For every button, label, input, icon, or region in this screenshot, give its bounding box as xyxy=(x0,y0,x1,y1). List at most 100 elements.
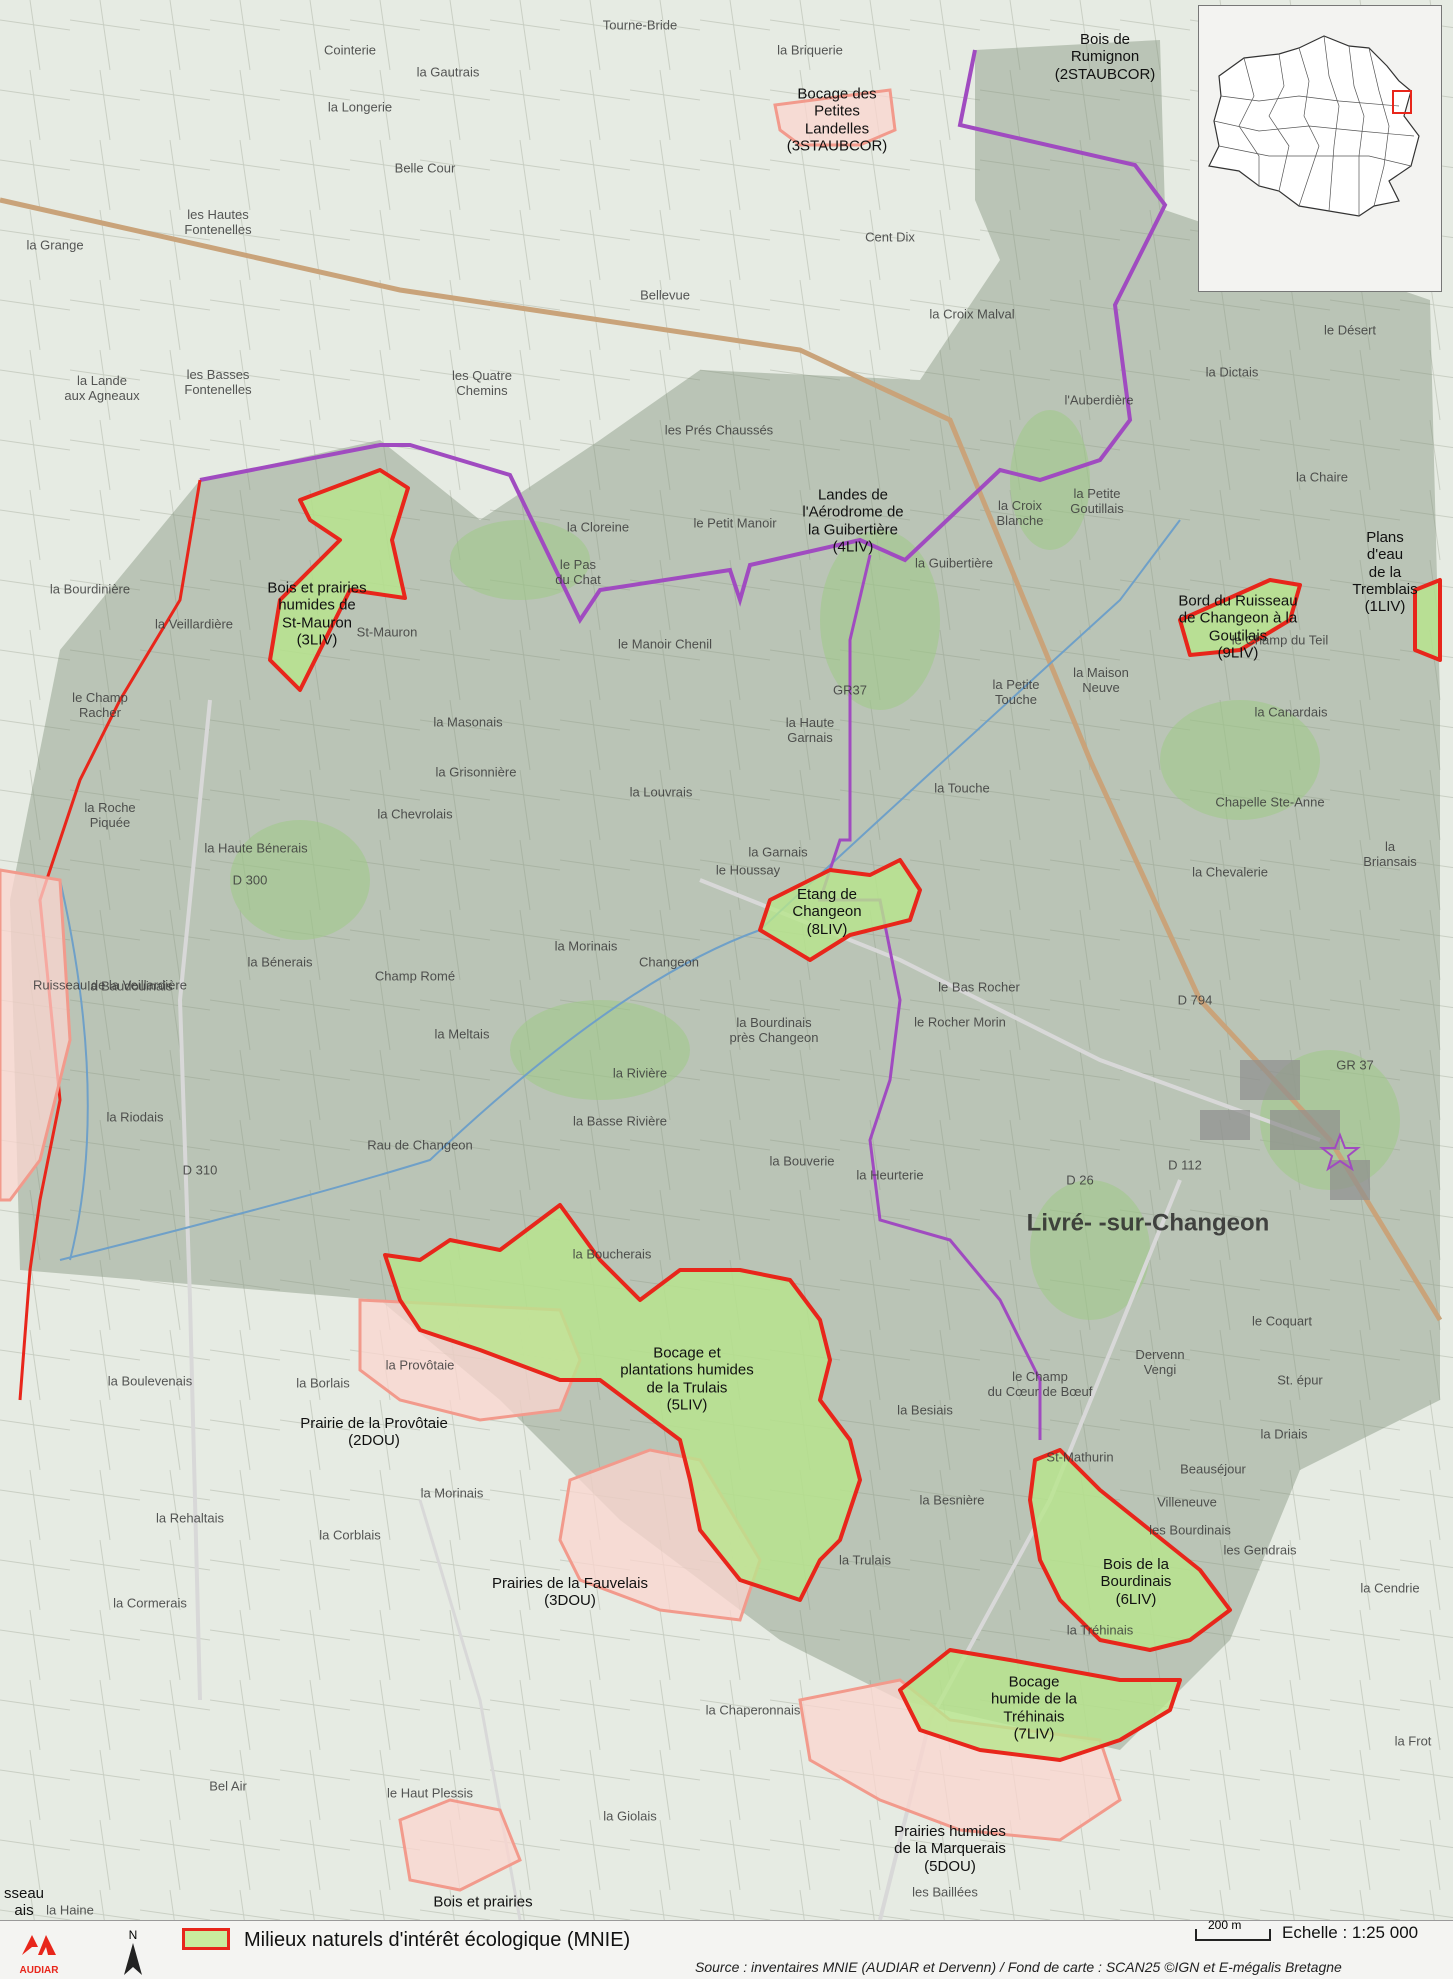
inset-commune-lines xyxy=(1213,35,1415,216)
place-label: la Haine xyxy=(46,1902,94,1918)
mnie-label-2staubcor[interactable]: Bois de Rumignon (2STAUBCOR) xyxy=(1054,31,1156,83)
place-label: la Rehaltais xyxy=(156,1510,224,1526)
place-label: la Haute Bénerais xyxy=(204,840,308,856)
place-label: la Besnière xyxy=(919,1492,985,1508)
place-label: la Borlais xyxy=(296,1375,350,1391)
place-label: Bel Air xyxy=(209,1778,247,1794)
mnie-zone-9liv xyxy=(1178,578,1302,657)
place-label: la Longerie xyxy=(327,99,393,115)
place-label: le Haut Plessis xyxy=(387,1785,473,1801)
mnie-zone-south-west xyxy=(398,1798,522,1892)
mnie-label-9liv[interactable]: Bord du Ruisseau de Changeon à la Goutil… xyxy=(1178,592,1298,662)
town-label: Livré- -sur-Changeon xyxy=(1026,1209,1270,1237)
commune-boundary xyxy=(199,49,1168,625)
mnie-zone-8liv xyxy=(758,858,922,962)
place-label: la Trulais xyxy=(838,1552,892,1568)
place-label: Chapelle Ste-Anne xyxy=(1215,794,1325,810)
mnie-label-partial-west[interactable]: sseau ais xyxy=(3,1884,45,1919)
mnie-label-partial-south[interactable]: Bois et prairies xyxy=(433,1893,533,1911)
mnie-label-7liv[interactable]: Bocage humide de la Tréhinais (7LIV) xyxy=(991,1673,1077,1743)
place-label: la Briquerie xyxy=(777,42,843,58)
place-label: Dervenn Vengi xyxy=(1135,1347,1185,1377)
mnie-label-6liv[interactable]: Bois de la Bourdinais (6LIV) xyxy=(1100,1556,1172,1608)
place-label: la Petite Goutillais xyxy=(1070,486,1124,516)
place-label: le Coquart xyxy=(1252,1313,1312,1329)
place-label: la Chaire xyxy=(1295,469,1349,485)
inset-location-marker xyxy=(1392,90,1412,114)
place-label: la Grisonnière xyxy=(435,764,517,780)
mnie-label-5dou[interactable]: Prairies humides de la Marquerais (5DOU) xyxy=(894,1823,1006,1875)
place-label: la Croix Malval xyxy=(929,306,1015,322)
place-label: D 794 xyxy=(1177,992,1213,1008)
place-label: St. épur xyxy=(1277,1372,1323,1388)
church-symbol xyxy=(1319,1132,1361,1172)
place-label: St-Mathurin xyxy=(1046,1449,1114,1465)
north-arrow: N xyxy=(118,1925,148,1979)
place-label: la Morinais xyxy=(554,938,618,954)
mnie-label-3dou[interactable]: Prairies de la Fauvelais (3DOU) xyxy=(492,1574,648,1609)
mnie-zone-1liv xyxy=(1413,578,1442,662)
source-text: Source : inventaires MNIE (AUDIAR et Der… xyxy=(695,1959,1342,1975)
place-label: la Tréhinais xyxy=(1066,1622,1134,1638)
road-d300 xyxy=(177,699,212,1701)
place-label: le Champ Racher xyxy=(72,690,128,720)
mnie-label-4liv[interactable]: Landes de l'Aérodrome de la Guibertière … xyxy=(802,486,904,556)
inset-svg xyxy=(1208,35,1420,217)
place-label: GR 37 xyxy=(1336,1057,1374,1073)
place-label: Bellevue xyxy=(640,287,690,303)
north-label: N xyxy=(129,1928,138,1942)
place-label: les Gendrais xyxy=(1223,1542,1297,1558)
place-label: la Driais xyxy=(1260,1426,1308,1442)
place-label: la Bourdinière xyxy=(49,581,131,597)
place-label: le Petit Manoir xyxy=(693,515,777,531)
inset-locator-map[interactable] xyxy=(1198,5,1442,292)
place-label: la Baudouinais xyxy=(87,978,173,994)
place-label: les Hautes Fontenelles xyxy=(184,207,252,237)
mnie-label-3staubcor[interactable]: Bocage des Petites Landelles (3STAUBCOR) xyxy=(786,85,888,155)
place-label: la Meltais xyxy=(434,1026,490,1042)
place-label: Champ Romé xyxy=(374,968,456,984)
place-label: les Baillées xyxy=(912,1884,978,1900)
place-label: le Bas Rocher xyxy=(938,979,1020,995)
place-label: le Champ du Cœur de Bœuf xyxy=(987,1369,1093,1399)
place-label: la Bénerais xyxy=(247,954,313,970)
place-label: D 310 xyxy=(182,1162,218,1178)
place-label: les Quatre Chemins xyxy=(452,368,512,398)
place-label: la Veillardière xyxy=(154,616,234,632)
place-label: le Rocher Morin xyxy=(914,1014,1006,1030)
place-label: la Bouverie xyxy=(769,1153,835,1169)
place-label: le Désert xyxy=(1323,322,1377,338)
mnie-label-3liv[interactable]: Bois et prairies humides de St-Mauron (3… xyxy=(267,579,367,649)
place-label: la Heurterie xyxy=(856,1167,924,1183)
mnie-zone-7liv xyxy=(898,1648,1182,1762)
place-label: Beauséjour xyxy=(1180,1461,1246,1477)
place-label: la Maison Neuve xyxy=(1073,665,1129,695)
place-label: la Masonais xyxy=(433,714,503,730)
scale-bar xyxy=(1195,1929,1271,1941)
place-label: Rau de Changeon xyxy=(367,1137,473,1153)
place-label: la Cendrie xyxy=(1360,1580,1420,1596)
road-d112 xyxy=(878,1179,1182,1920)
place-label: la Chevrolais xyxy=(377,806,453,822)
mnie-outside-zones xyxy=(0,88,1122,1892)
mnie-zones xyxy=(268,468,1442,1762)
rivers xyxy=(59,519,1181,1261)
place-label: la Roche Piquée xyxy=(84,800,136,830)
mnie-label-5liv[interactable]: Bocage et plantations humides de la Trul… xyxy=(620,1344,754,1414)
map-canvas[interactable] xyxy=(0,0,1453,1920)
mnie-label-8liv[interactable]: Etang de Changeon (8LIV) xyxy=(792,886,862,938)
mnie-zone-6liv xyxy=(1028,1448,1232,1652)
mnie-zone-3liv xyxy=(268,468,410,692)
commune-boundary-east xyxy=(817,554,1042,1440)
mnie-label-2dou[interactable]: Prairie de la Provôtaie (2DOU) xyxy=(300,1414,448,1449)
place-label: D 26 xyxy=(1066,1172,1094,1188)
place-label: la Bourdinais près Changeon xyxy=(729,1015,819,1045)
place-label: St-Mauron xyxy=(356,624,418,640)
place-label: la Canardais xyxy=(1254,704,1328,720)
town-livre-sur-changeon xyxy=(1200,1060,1370,1200)
mnie-label-1liv[interactable]: Plans d'eau de la Tremblais (1LIV) xyxy=(1352,528,1418,615)
place-label: la Riodais xyxy=(106,1109,164,1125)
place-label: GR37 xyxy=(833,682,867,698)
mnie-zone-2stauBcor-pink xyxy=(773,88,897,147)
place-label: le Pas du Chat xyxy=(555,557,601,587)
